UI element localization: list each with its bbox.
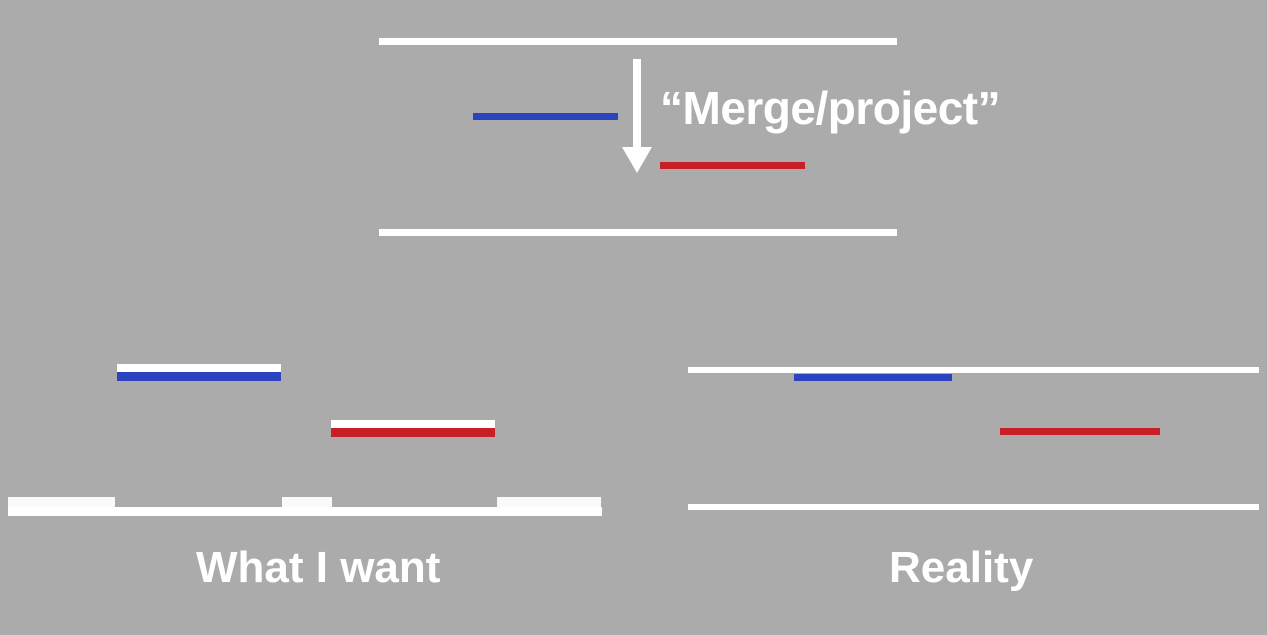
down-arrow-icon [622, 59, 652, 173]
what-i-want-red-track [331, 428, 495, 437]
top-blue-segment [473, 113, 618, 120]
reality-top-baseline [688, 367, 1259, 373]
what-i-want-caption: What I want [196, 543, 441, 592]
top-red-segment [660, 162, 805, 169]
merge-project-annotation: “Merge/project” [660, 82, 1001, 134]
what-i-want-blue-track [117, 372, 281, 381]
projected-segment-1 [8, 497, 115, 507]
merged-baseline [8, 507, 602, 516]
reality-blue-segment [794, 374, 952, 381]
reality-red-segment [1000, 428, 1160, 435]
reality-caption: Reality [889, 543, 1034, 592]
bottom-white-baseline [379, 229, 897, 236]
projected-segment-2 [282, 497, 332, 507]
what-i-want-blue-track-highlight [117, 364, 281, 372]
top-white-baseline [379, 38, 897, 45]
projected-segment-3 [497, 497, 601, 507]
what-i-want-red-track-highlight [331, 420, 495, 428]
reality-bottom-baseline [688, 504, 1259, 510]
